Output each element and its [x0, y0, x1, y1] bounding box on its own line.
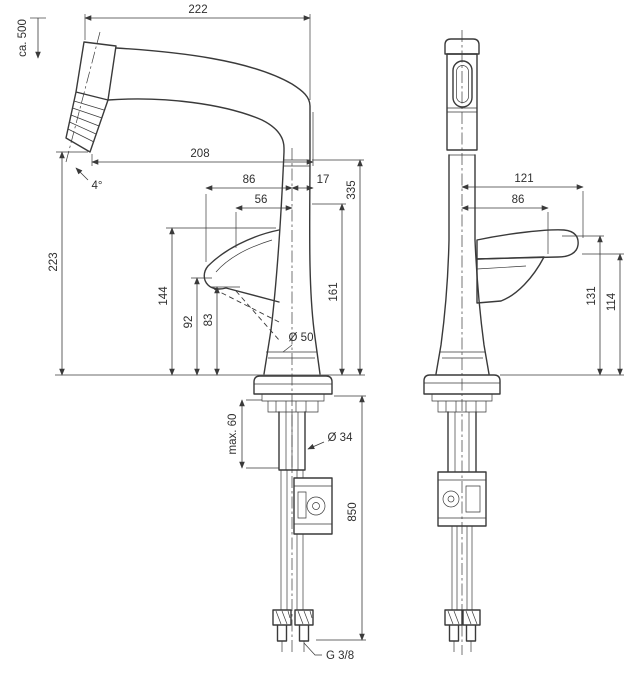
side-view — [55, 31, 365, 655]
dim-spout-reach: 208 — [91, 112, 314, 166]
dim-shank-diameter: Ø 34 — [307, 432, 354, 450]
connector-tails-front — [453, 641, 472, 652]
dim-label-max60: max. 60 — [227, 414, 239, 455]
supply-assembly-front — [437, 411, 487, 652]
dim-335: 335 — [312, 159, 364, 376]
dim-83: 83 — [203, 286, 240, 376]
connector-nuts — [272, 609, 314, 642]
dimensions: 222 ca. 500 208 86 17 56 4° — [17, 4, 624, 662]
handle-inner-line — [215, 239, 273, 273]
dim-label-56: 56 — [255, 194, 268, 206]
dim-114: 114 — [582, 253, 624, 376]
mixer-handle-front — [476, 229, 579, 304]
dim-label-208: 208 — [190, 148, 209, 160]
mixer-handle-side — [203, 229, 280, 341]
handle-front-wing — [476, 256, 545, 304]
dim-label-17: 17 — [317, 174, 330, 186]
ext-overall-width — [84, 14, 311, 100]
dim-label-4deg: 4° — [92, 180, 103, 192]
selector-slot-outer — [452, 60, 473, 108]
leader-dia34 — [307, 441, 325, 450]
dim-label-92: 92 — [183, 316, 195, 329]
dim-label-dia50: Ø 50 — [289, 332, 314, 344]
connector-tails — [281, 641, 305, 652]
handle-swing-dashed — [213, 288, 280, 341]
dim-label-g38: G 3/8 — [326, 650, 354, 662]
diverter-circle-inner — [312, 502, 320, 510]
dim-front-86: 86 — [461, 194, 549, 254]
dim-131: 131 — [562, 235, 604, 376]
dim-86-17: 86 17 — [205, 174, 330, 262]
dim-92: 92 — [183, 277, 212, 376]
connector-hatch-front — [447, 610, 478, 625]
dim-label-144: 144 — [158, 286, 170, 306]
mounting-plate — [261, 393, 325, 413]
connector-block-front — [437, 471, 487, 527]
hose-connectors-front — [444, 609, 481, 652]
dim-label-114: 114 — [606, 292, 618, 311]
front-view — [423, 30, 624, 655]
shank-front-inner — [454, 412, 470, 472]
shank-front — [447, 411, 477, 473]
diverter-details — [294, 485, 332, 525]
dim-base-diameter: Ø 50 — [282, 332, 314, 353]
supply-hoses — [280, 470, 304, 610]
diverter-box — [293, 477, 333, 535]
leader-dia50 — [282, 344, 293, 353]
dim-label-850: 850 — [347, 502, 359, 521]
dim-label-front-86: 86 — [512, 194, 525, 206]
selector-slot-inner — [456, 65, 469, 103]
spray-head-outline — [65, 41, 117, 153]
handle-outline — [203, 229, 280, 303]
dim-223: 223 — [48, 151, 88, 376]
dim-label-dia34: Ø 34 — [328, 432, 354, 444]
connector-nuts-front — [444, 609, 481, 642]
mounting-plate-front — [431, 393, 493, 413]
dim-56: 56 — [235, 194, 293, 248]
dim-label-131: 131 — [586, 286, 598, 305]
dim-label-121: 121 — [514, 173, 533, 185]
dim-label-86: 86 — [243, 174, 256, 186]
handle-front-inner — [476, 265, 527, 270]
dim-head-angle: 4° — [75, 167, 103, 192]
head-cap — [444, 38, 480, 55]
block-circle-inner — [447, 495, 455, 503]
dim-label-83: 83 — [203, 314, 215, 327]
front-body-outline — [435, 154, 490, 375]
spray-face-grille — [67, 100, 105, 143]
dim-label-ca500: ca. 500 — [17, 19, 29, 57]
dim-overall-width: 222 — [84, 4, 311, 100]
dim-hose-length-850: 850 — [316, 395, 366, 641]
dim-label-161: 161 — [328, 282, 340, 301]
block-circle-outer — [442, 490, 460, 508]
dim-161: 161 — [312, 203, 346, 376]
leader-g38 — [303, 642, 322, 656]
head-body — [446, 53, 478, 151]
base-front-outline — [423, 374, 501, 395]
diverter-circle-outer — [306, 496, 326, 516]
front-body-joints — [440, 351, 485, 359]
dim-label-222: 222 — [188, 4, 207, 16]
dim-thread-size: G 3/8 — [303, 642, 354, 662]
dim-max-deck-thickness: max. 60 — [227, 399, 279, 469]
hose-connectors-side — [272, 609, 314, 652]
dim-hose-pullout: ca. 500 — [17, 17, 46, 59]
angle-leader — [75, 167, 89, 181]
hoses-front — [451, 526, 473, 610]
dim-label-335: 335 — [346, 180, 358, 199]
spout-body-outline — [107, 47, 321, 375]
pullout-spray-head — [65, 41, 117, 153]
supply-assembly-side — [272, 411, 333, 652]
dim-front-121: 121 — [461, 173, 584, 238]
handle-front-blade — [476, 229, 579, 260]
base-outline — [253, 375, 333, 395]
base-escutcheon-side — [253, 375, 333, 413]
ext-max60 — [246, 399, 279, 469]
dim-144: 144 — [158, 227, 276, 376]
connector-hatch — [275, 610, 313, 625]
dim-label-223: 223 — [48, 252, 60, 271]
spray-head-axis-centerline — [65, 31, 101, 163]
